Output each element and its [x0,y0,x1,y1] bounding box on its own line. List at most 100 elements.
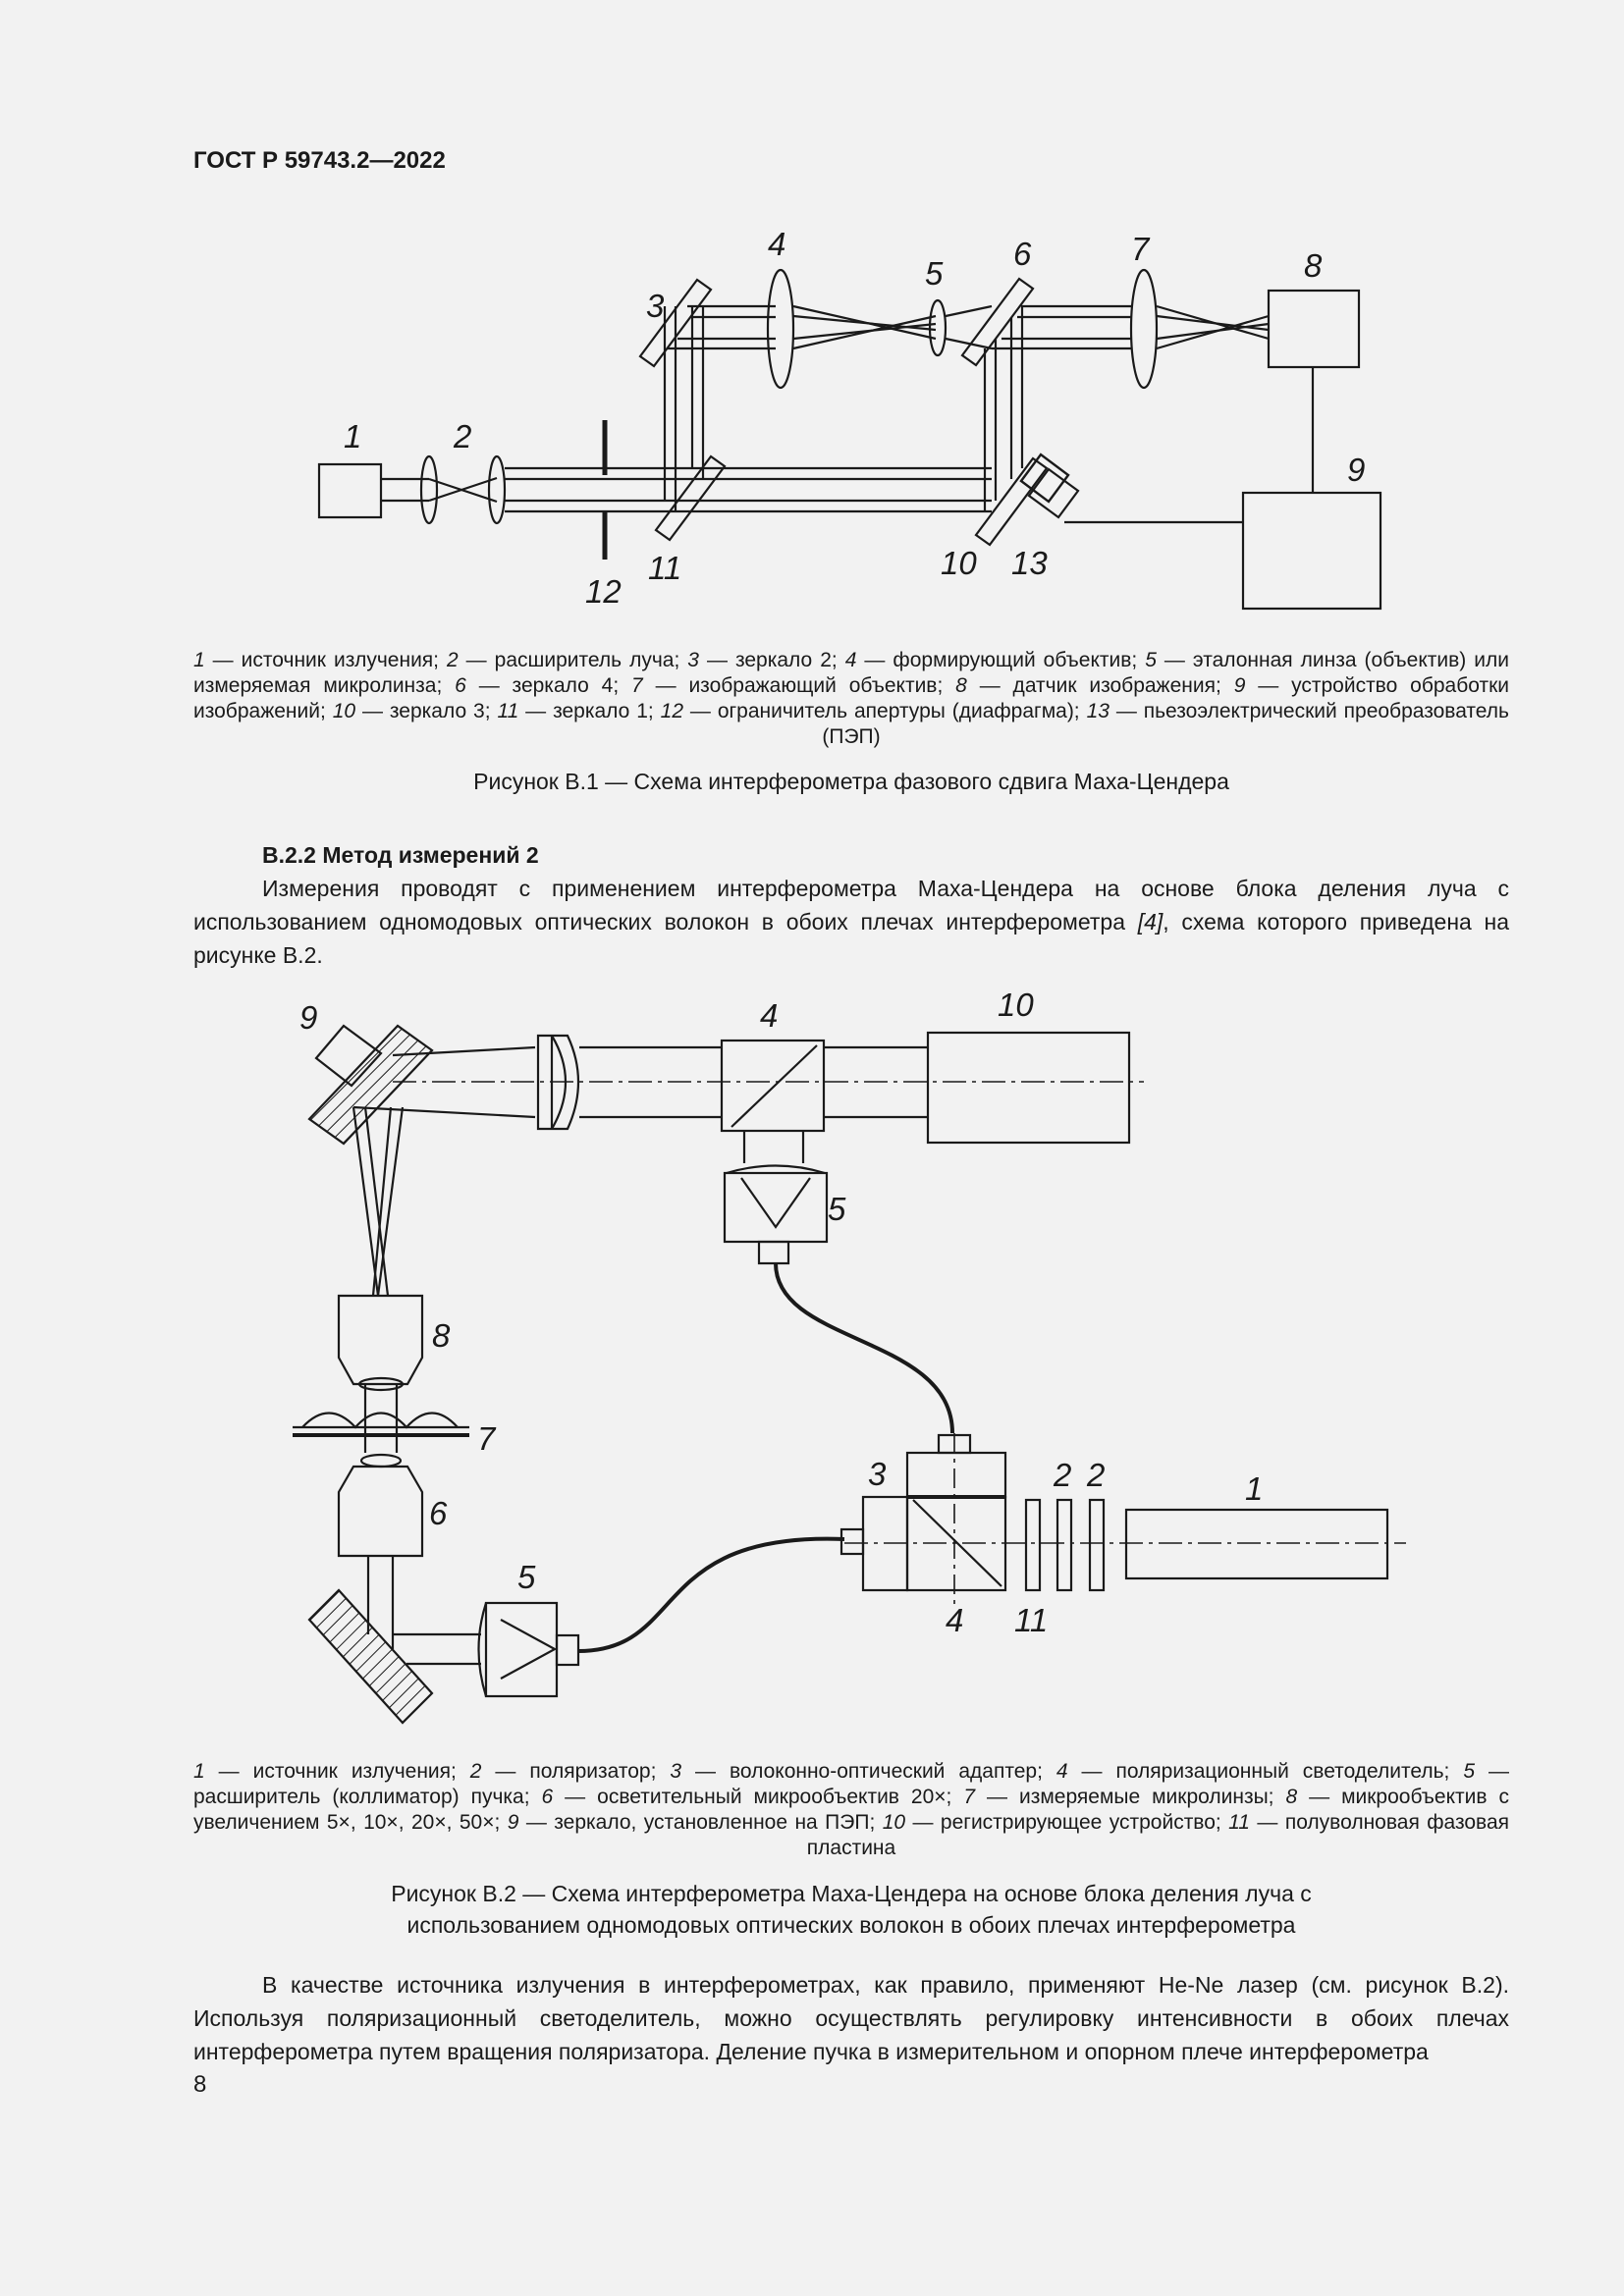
legend-text: — ограничитель апертуры (диафрагма); [683,700,1087,722]
legend-number: 1 [193,649,205,671]
legend-number: 7 [963,1786,976,1808]
fig1-piezo-13 [1019,453,1070,504]
page-number: 8 [193,2071,207,2098]
fig2-detector-10 [926,1031,1131,1145]
fig1-processor-9 [1241,491,1382,611]
fig2-collimator-top [726,1164,826,1175]
fig1-mirror-6 [960,277,1035,367]
legend-text: — волоконно-оптический адаптер; [681,1760,1056,1783]
fig2-collimator-bottom [477,1602,488,1697]
legend-number: 4 [844,649,857,671]
body-text: В качестве источника излучения в интерфе… [193,1972,1509,2064]
fig1-detector-8 [1267,289,1361,369]
fig1-label: 7 [1131,231,1151,267]
legend-number: 3 [687,649,699,671]
fig2-label: 8 [432,1317,451,1354]
legend-text: — источник излучения; [204,1760,470,1783]
legend-text: — изображающий объектив; [642,674,956,697]
document-header: ГОСТ Р 59743.2—2022 [193,147,446,174]
fig2-lens-top [536,1034,580,1131]
legend-number: 6 [455,674,466,697]
legend-number: 3 [670,1760,682,1783]
legend-text: — измеряемые микролинзы; [975,1786,1286,1808]
fig2-label: 1 [1245,1470,1263,1507]
fig2-label: 5 [517,1559,536,1595]
fig2-label: 10 [998,987,1034,1023]
fig2-laser-1 [1124,1508,1389,1580]
reference-link[interactable]: [4] [1137,909,1164,934]
legend-text: — пьезоэлектрический преобразователь (ПЭ… [822,700,1509,748]
legend-number: 2 [469,1760,482,1783]
legend-number: 1 [193,1760,205,1783]
fig1-label: 11 [648,550,681,586]
legend-text: — осветительный микрообъектив 20×; [553,1786,964,1808]
legend-number: 8 [1285,1786,1298,1808]
fig2-label: 4 [946,1602,963,1638]
section-text: Измерения проводят с применением интерфе… [193,876,1509,934]
fig1-lens [487,454,507,525]
legend-number: 10 [332,700,356,722]
figure-2-caption: Рисунок В.2 — Схема интерферометра Маха-… [391,1881,1312,1938]
legend-text: — зеркало 1; [518,700,661,722]
fig1-label: 13 [1011,545,1048,581]
legend-number: 9 [1233,674,1246,697]
fig2-label: 6 [429,1495,448,1531]
fig2-objective-6 [337,1465,424,1558]
fig1-lens [419,454,439,525]
body-paragraph: В качестве источника излучения в интерфе… [193,1968,1509,2068]
legend-text: — эталонная линза (объектив) или измеряе… [193,649,1509,697]
fig1-mirror-11 [654,454,727,542]
fig1-label: 9 [1347,452,1365,488]
fig2-label: 4 [760,997,778,1034]
fig1-mirror-10 [974,456,1049,547]
figure-2-diagram: 9 4 10 5 8 7 6 5 3 4 2 2 1 11 [293,987,1406,1725]
legend-text: — датчик изображения; [966,674,1234,697]
fig2-label: 7 [477,1420,497,1457]
fig2-fiber-bottom [577,1536,845,1653]
legend-number: 5 [1463,1760,1476,1783]
figure-1-legend: 1 — источник излучения; 2 — расширитель … [193,648,1509,750]
legend-text: — зеркало, установленное на ПЭП; [518,1811,883,1834]
legend-number: 8 [955,674,967,697]
fig2-polarizer [1088,1498,1106,1592]
legend-number: 11 [1228,1811,1250,1834]
legend-text: — устройство обработки изображений; [193,674,1509,722]
figure-1-caption: Рисунок В.1 — Схема интерферометра фазов… [473,769,1229,794]
fig1-label: 2 [453,418,471,454]
fig1-lens-7 [1129,268,1159,390]
fig2-label: 9 [299,999,317,1036]
legend-text: — микрообъектив с увеличением 5×, 10×, 2… [193,1786,1509,1834]
fig1-label: 10 [941,545,977,581]
fig1-mirror-3 [638,278,713,368]
section-text-end: , схема которого приведена на рисунке В.… [193,909,1509,968]
fig1-label: 4 [768,226,785,262]
fig2-fiber-top [774,1262,954,1434]
legend-text: — регистрирующее устройство; [905,1811,1229,1834]
legend-number: 5 [1145,649,1157,671]
legend-text: — зеркало 3; [355,700,498,722]
legend-text: — поляризатор; [481,1760,671,1783]
legend-text: — расширитель луча; [458,649,688,671]
fig2-splitter-top [720,1039,826,1133]
legend-number: 9 [507,1811,519,1834]
legend-text: — полуволновая фазовая пластина [806,1811,1510,1859]
figure-2-legend: 1 — источник излучения; 2 — поляризатор;… [193,1759,1509,1861]
fig1-label: 5 [925,255,944,292]
fig2-piezo-9 [314,1024,383,1088]
fig2-label: 2 [1086,1457,1105,1493]
fig1-label: 3 [646,288,665,324]
legend-text: — формирующий объектив; [856,649,1146,671]
fig2-polarizer [1056,1498,1073,1592]
fig1-source-box [317,462,383,519]
fig2-halfwave-plate [1024,1498,1042,1592]
fig2-label: 5 [828,1191,846,1227]
fig1-lens-4 [766,268,795,390]
legend-text: — зеркало 4; [465,674,632,697]
fig1-label: 12 [585,573,622,610]
fig1-label: 1 [344,418,361,454]
legend-number: 4 [1056,1760,1068,1783]
section-paragraph: Измерения проводят с применением интерфе… [193,872,1509,972]
section-title: В.2.2 Метод измерений 2 [262,842,539,868]
legend-text: — расширитель (коллиматор) пучка; [193,1760,1509,1808]
fig2-objective-8 [337,1294,424,1386]
